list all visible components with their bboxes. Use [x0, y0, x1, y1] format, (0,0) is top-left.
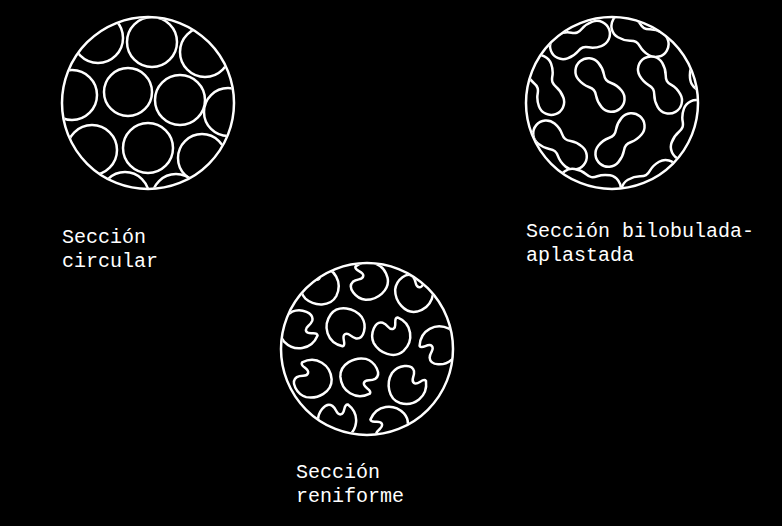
reniform-fibers [274, 255, 460, 451]
section-outline [526, 17, 698, 189]
section-label: Sección bilobulada-aplastada [526, 220, 778, 268]
section-outline [62, 17, 234, 189]
section-outline [281, 263, 453, 435]
bilobulated-fibers [522, 8, 718, 209]
circular-fibers [47, 13, 252, 222]
section-label: Sección circular [62, 226, 170, 274]
section-label: Sección reniforme [296, 461, 416, 509]
